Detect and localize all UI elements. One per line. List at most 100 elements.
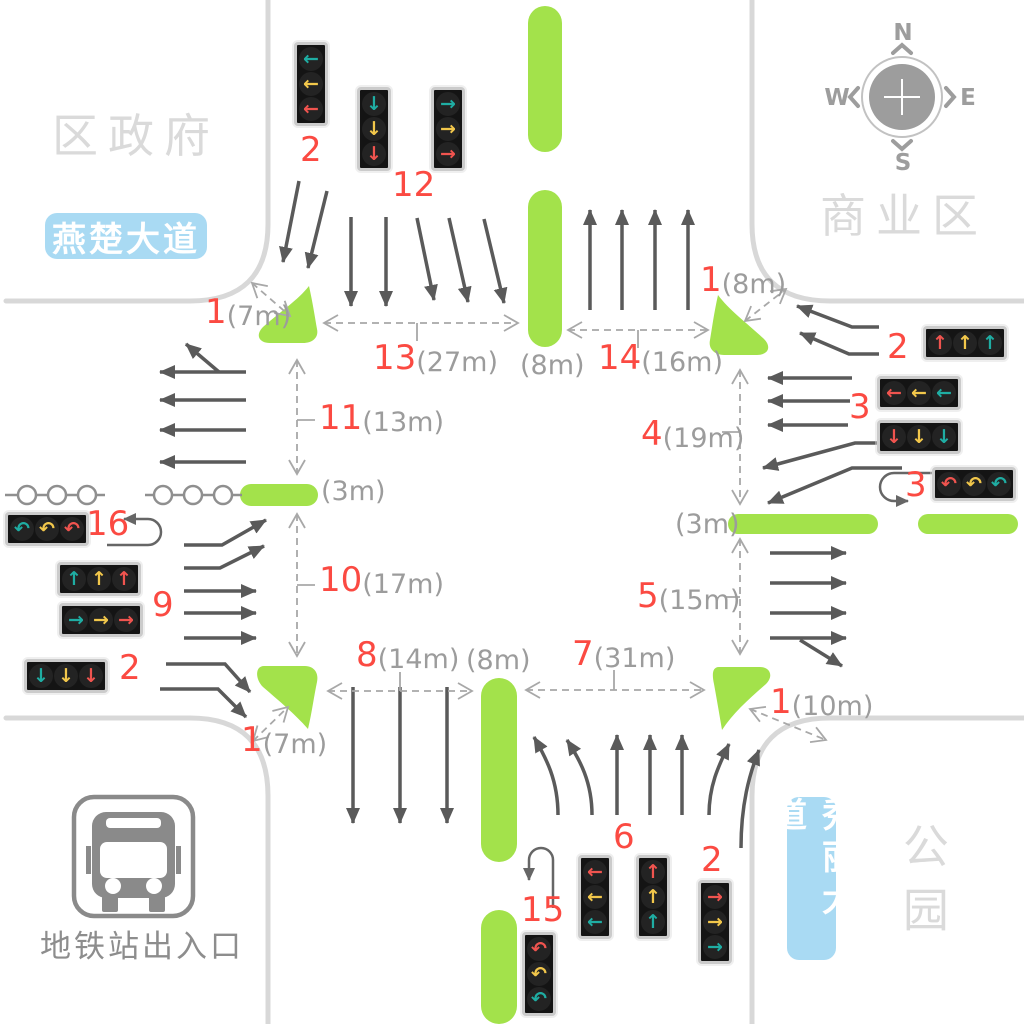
label-dist-4: 4(19m) bbox=[641, 414, 745, 454]
label-dist-8-number: 8 bbox=[356, 635, 378, 675]
label-dist-4-number: 4 bbox=[641, 414, 663, 454]
signal-west-uturn-red-uturn-icon: ↶ bbox=[60, 517, 84, 541]
signal-west-uturn-teal-uturn-icon: ↶ bbox=[10, 517, 34, 541]
signal-east-down-arrows-teal-down-icon: ↓ bbox=[932, 425, 956, 449]
label-signal-12-north-number: 12 bbox=[392, 165, 436, 205]
signal-west-uturn: ↶↶↶ bbox=[5, 512, 89, 546]
label-signal-2-south: 2 bbox=[701, 843, 723, 877]
signal-north-left-turn-teal-left-icon: ← bbox=[299, 47, 323, 71]
uturn-path-arrows bbox=[107, 471, 932, 908]
signal-south-uturn: ↶↶↶ bbox=[522, 932, 556, 1016]
signal-south-left-turn-red-left-icon: ← bbox=[583, 860, 607, 884]
label-dist-11-number: 11 bbox=[319, 398, 363, 438]
label-median-8m-north: (8m) bbox=[520, 350, 585, 379]
label-signal-12-north: 12 bbox=[392, 168, 435, 202]
label-dist-5-number: 5 bbox=[637, 576, 659, 616]
signal-north-right-turn-teal-right-icon: → bbox=[436, 92, 460, 116]
signal-west-right-turn-teal-right-icon: → bbox=[64, 608, 88, 632]
label-island-ne: 1(8m) bbox=[700, 260, 786, 300]
signal-east-left-turn: ←←← bbox=[877, 376, 961, 410]
signal-east-left-turn-red-left-icon: ← bbox=[882, 381, 906, 405]
label-signal-16-west-number: 16 bbox=[86, 504, 130, 544]
label-median-8m-south: (8m) bbox=[466, 645, 531, 674]
measurement-arrows bbox=[250, 281, 828, 744]
label-island-sw-distance: (7m) bbox=[262, 729, 328, 760]
label-signal-3-east-a-number: 3 bbox=[849, 387, 871, 427]
label-signal-2-north-number: 2 bbox=[300, 130, 322, 170]
signal-west-down-arrows-red-down-icon: ↓ bbox=[79, 664, 103, 688]
lane-arrows bbox=[159, 180, 905, 849]
signal-south-right-turn-teal-right-icon: → bbox=[703, 935, 727, 959]
median-north-lower bbox=[528, 190, 562, 347]
signal-east-straight-yellow-up-icon: ↑ bbox=[953, 331, 977, 355]
median-south-upper bbox=[481, 678, 517, 862]
label-dist-14: 14(16m) bbox=[598, 341, 723, 378]
metro-station-icon bbox=[71, 794, 196, 919]
label-signal-2-west: 2 bbox=[119, 651, 141, 685]
label-island-sw: 1(7m) bbox=[241, 720, 328, 760]
signal-north-left-turn: ←←← bbox=[294, 42, 328, 126]
signal-south-left-turn-yellow-left-icon: ← bbox=[583, 885, 607, 909]
median-south-lower bbox=[481, 910, 517, 1024]
label-dist-4-distance: (19m) bbox=[662, 423, 745, 454]
signal-west-straight: ↑↑↑ bbox=[57, 562, 141, 596]
metro-station-caption: 地铁站出入口 bbox=[40, 929, 244, 965]
signal-east-uturn-red-uturn-icon: ↶ bbox=[937, 472, 961, 496]
signal-north-left-turn-yellow-left-icon: ← bbox=[299, 72, 323, 96]
signal-north-straight: ↓↓↓ bbox=[357, 87, 391, 171]
signal-east-uturn-teal-uturn-icon: ↶ bbox=[987, 472, 1011, 496]
signal-east-straight-teal-up-icon: ↑ bbox=[978, 331, 1002, 355]
island-northeast bbox=[709, 295, 769, 355]
signal-east-uturn-yellow-uturn-icon: ↶ bbox=[962, 472, 986, 496]
label-signal-2-north: 2 bbox=[300, 133, 322, 167]
label-dist-14-distance: (16m) bbox=[641, 347, 723, 378]
signal-south-right-turn-yellow-right-icon: → bbox=[703, 910, 727, 934]
label-dist-13-distance: (27m) bbox=[416, 347, 498, 378]
label-island-nw-distance: (7m) bbox=[226, 301, 292, 332]
label-signal-3-east-b: 3 bbox=[905, 468, 927, 502]
label-dist-10: 10(17m) bbox=[319, 563, 444, 598]
label-dist-8-distance: (14m) bbox=[377, 644, 460, 675]
median-north-upper bbox=[528, 6, 562, 152]
road-badge-xiuli-avenue: 秀丽大道 bbox=[767, 797, 856, 960]
signal-east-left-turn-yellow-left-icon: ← bbox=[907, 381, 931, 405]
signal-south-left-turn-teal-left-icon: ← bbox=[583, 910, 607, 934]
signal-west-straight-yellow-up-icon: ↑ bbox=[87, 567, 111, 591]
label-dist-5: 5(15m) bbox=[637, 576, 740, 616]
signal-south-left-turn: ←←← bbox=[578, 855, 612, 939]
green-medians bbox=[240, 6, 1018, 1024]
label-signal-2-west-number: 2 bbox=[119, 648, 141, 688]
compass-west-label: W bbox=[824, 85, 849, 111]
label-island-nw: 1(7m) bbox=[205, 295, 292, 332]
island-southwest bbox=[257, 666, 318, 729]
label-signal-15-south-number: 15 bbox=[521, 890, 565, 930]
median-east-inner bbox=[728, 514, 878, 534]
island-southeast bbox=[712, 667, 771, 730]
signal-south-uturn-teal-uturn-icon: ↶ bbox=[527, 987, 551, 1011]
fence-chain-icon bbox=[5, 484, 242, 506]
signal-east-straight-red-up-icon: ↑ bbox=[928, 331, 952, 355]
label-island-sw-number: 1 bbox=[241, 720, 263, 760]
signal-west-right-turn: →→→ bbox=[59, 603, 143, 637]
signal-south-uturn-yellow-uturn-icon: ↶ bbox=[527, 962, 551, 986]
label-dist-11-distance: (13m) bbox=[362, 407, 444, 438]
label-dist-7: 7(31m) bbox=[572, 634, 675, 674]
signal-west-uturn-yellow-uturn-icon: ↶ bbox=[35, 517, 59, 541]
signal-west-down-arrows-teal-down-icon: ↓ bbox=[29, 664, 53, 688]
area-label-business-district: 商业区 bbox=[820, 189, 988, 243]
label-dist-13-number: 13 bbox=[373, 338, 417, 378]
signal-south-straight-red-up-icon: ↑ bbox=[641, 860, 665, 884]
signal-north-right-turn-yellow-right-icon: → bbox=[436, 117, 460, 141]
signal-east-left-turn-teal-left-icon: ← bbox=[932, 381, 956, 405]
signal-north-straight-red-down-icon: ↓ bbox=[362, 142, 386, 166]
label-dist-7-number: 7 bbox=[572, 634, 594, 674]
uturn-path-south bbox=[523, 846, 555, 908]
label-island-ne-number: 1 bbox=[700, 260, 722, 300]
signal-north-right-turn-red-right-icon: → bbox=[436, 142, 460, 166]
signal-west-straight-teal-up-icon: ↑ bbox=[62, 567, 86, 591]
signal-south-right-turn: →→→ bbox=[698, 880, 732, 964]
compass-icon: N E S W bbox=[824, 20, 976, 176]
signal-east-down-arrows: ↓↓↓ bbox=[877, 420, 961, 454]
